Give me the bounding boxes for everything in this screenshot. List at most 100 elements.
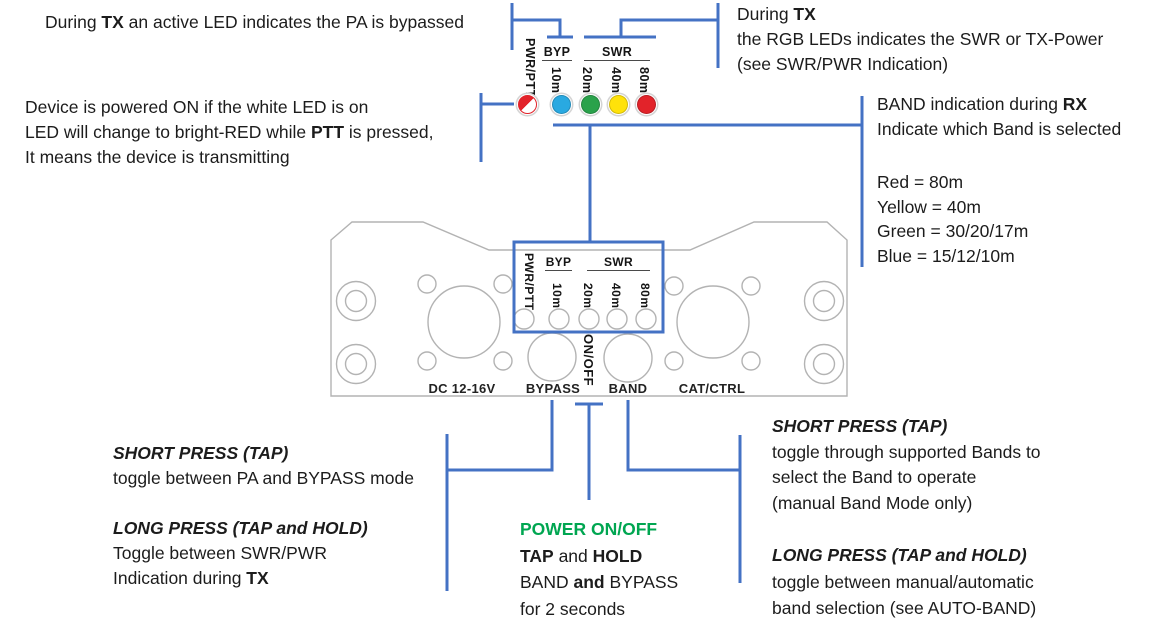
note-line: band selection (see AUTO-BAND) [772, 598, 1037, 618]
screw-hole [493, 351, 513, 371]
legend-40m-label: 40m [609, 67, 623, 94]
note-line: LONG PRESS (TAP and HOLD) [113, 518, 368, 538]
legend-20m-label: 20m [580, 67, 594, 94]
legend-swr-label: SWR [584, 45, 650, 61]
note-line: the RGB LEDs indicates the SWR or TX-Pow… [737, 29, 1104, 49]
note-line: TAP and HOLD [520, 545, 643, 566]
note-line: Blue = 15/12/10m [877, 245, 1015, 266]
bypass-button-circle [527, 332, 577, 382]
note-line: Toggle between SWR/PWR [113, 543, 327, 563]
panel-bypass-label: BYPASS [525, 381, 581, 396]
note-band-indication: BAND indication during RX Indicate which… [877, 92, 1121, 142]
callout-swr-bracket [584, 3, 720, 68]
band-led-40m [609, 95, 628, 114]
callout-byp-bracket [510, 3, 573, 50]
panel-swr-label: SWR [587, 255, 650, 271]
screw-hole [417, 351, 437, 371]
note-line: toggle between PA and BYPASS mode [113, 468, 414, 488]
panel-led-hole [635, 308, 657, 330]
note-line: It means the device is transmitting [25, 147, 290, 167]
note-line: (manual Band Mode only) [772, 492, 973, 513]
legend-80m-label: 80m [637, 67, 651, 94]
callout-band-led-bracket [553, 96, 864, 267]
note-line: During TX an active LED indicates the PA… [45, 12, 464, 32]
note-line: Red = 80m [877, 172, 964, 192]
screw-hole [741, 276, 761, 296]
note-line: toggle through supported Bands to [772, 441, 1041, 462]
note-line: select the Band to operate [772, 467, 977, 487]
note-line: Green = 30/20/17m [877, 221, 1029, 241]
panel-onoff-label: ON/OFF [581, 334, 596, 387]
cat-ctrl-connector [676, 285, 750, 359]
panel-led-hole [606, 308, 628, 330]
note-bypass-long-press: LONG PRESS (TAP and HOLD) Toggle between… [113, 516, 368, 591]
note-line: Indicate which Band is selected [877, 119, 1122, 139]
legend-byp-label: BYP [542, 45, 572, 61]
note-tx-rgb-leds: During TX the RGB LEDs indicates the SWR… [737, 2, 1103, 77]
panel-byp-label: BYP [545, 255, 572, 271]
note-tx-bypass-led: During TX an active LED indicates the PA… [45, 10, 464, 35]
right-jack-bottom-inner [812, 352, 836, 376]
band-led-20m [581, 95, 600, 114]
note-power-led: Device is powered ON if the white LED is… [25, 95, 434, 170]
note-band-long-press: LONG PRESS (TAP and HOLD) toggle between… [772, 542, 1036, 622]
panel-40m-label: 40m [609, 283, 623, 309]
callout-pwr-led-bracket [479, 93, 514, 162]
panel-10m-label: 10m [550, 283, 564, 309]
pwr-ptt-led [518, 95, 537, 114]
note-power-onoff: POWER ON/OFF TAP and HOLD BAND and BYPAS… [520, 516, 678, 622]
panel-dc-label: DC 12-16V [428, 381, 496, 396]
left-jack-top-inner [344, 289, 368, 313]
band-button-circle [603, 333, 653, 383]
note-band-short-press: SHORT PRESS (TAP) toggle through support… [772, 414, 1041, 516]
callout-band-button-line [626, 400, 742, 583]
note-line: Yellow = 40m [877, 196, 981, 217]
callout-lines-group [445, 3, 864, 591]
note-bypass-short-press: SHORT PRESS (TAP) toggle between PA and … [113, 441, 414, 491]
right-jack-top [803, 280, 845, 322]
note-line: toggle between manual/automatic [772, 571, 1034, 592]
note-line: During TX [737, 4, 816, 24]
note-line: LONG PRESS (TAP and HOLD) [772, 545, 1027, 565]
callout-power-onoff-line [575, 402, 603, 500]
panel-led-hole [578, 308, 600, 330]
right-jack-bottom [803, 343, 845, 385]
note-line: Device is powered ON if the white LED is… [25, 97, 369, 117]
callout-bypass-button-line [445, 400, 554, 591]
dc-connector [427, 285, 501, 359]
screw-hole [664, 276, 684, 296]
panel-band-label: BAND [608, 381, 648, 396]
panel-20m-label: 20m [581, 283, 595, 309]
note-line: SHORT PRESS (TAP) [772, 416, 948, 436]
panel-cat-ctrl-label: CAT/CTRL [678, 381, 746, 396]
note-line: Indication during TX [113, 568, 269, 588]
left-jack-top [335, 280, 377, 322]
screw-hole [741, 351, 761, 371]
note-line: POWER ON/OFF [520, 519, 658, 539]
legend-10m-label: 10m [549, 67, 563, 94]
panel-outline [330, 221, 848, 397]
panel-led-hole [513, 308, 535, 330]
note-line: (see SWR/PWR Indication) [737, 54, 949, 74]
band-led-10m [552, 95, 571, 114]
note-line: LED will change to bright-RED while PTT … [25, 122, 434, 142]
note-line: BAND indication during RX [877, 94, 1088, 114]
note-band-color-map: Red = 80m Yellow = 40m Green = 30/20/17m… [877, 170, 1028, 268]
left-jack-bottom-inner [344, 352, 368, 376]
screw-hole [493, 274, 513, 294]
screw-hole [664, 351, 684, 371]
note-line: SHORT PRESS (TAP) [113, 443, 289, 463]
right-jack-top-inner [812, 289, 836, 313]
left-jack-bottom [335, 343, 377, 385]
band-led-80m [637, 95, 656, 114]
panel-pwr-ptt-label: PWR/PTT [522, 253, 536, 311]
legend-pwr-ptt-label: PWR/PTT [523, 38, 537, 98]
screw-hole [417, 274, 437, 294]
note-line: for 2 seconds [520, 598, 626, 619]
led-box-highlight [512, 240, 665, 334]
note-line: BAND and BYPASS [520, 572, 679, 592]
faceplate-group [330, 221, 848, 397]
panel-led-hole [548, 308, 570, 330]
